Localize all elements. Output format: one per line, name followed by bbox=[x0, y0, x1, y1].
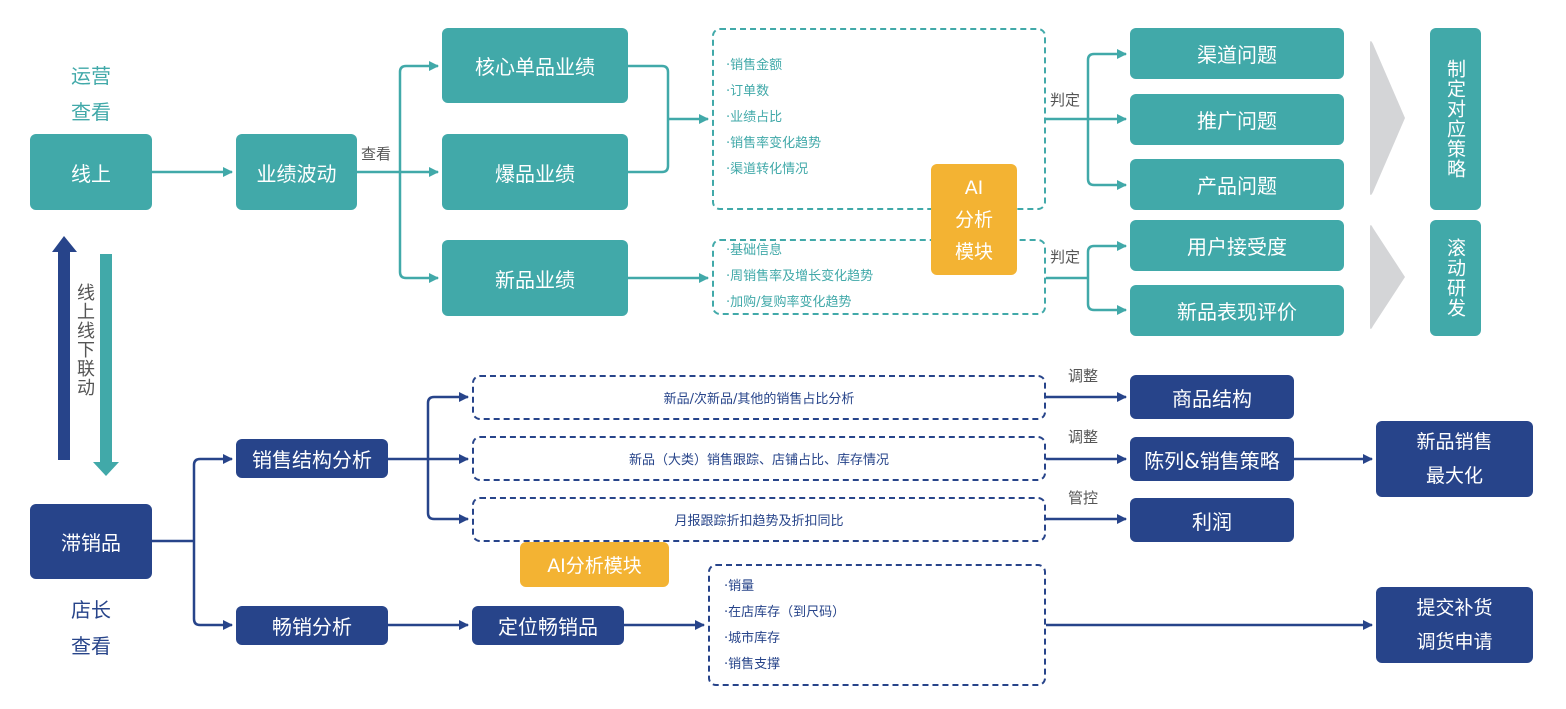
label-judge: 判定 bbox=[1050, 91, 1081, 109]
node-online[interactable]: 线上 bbox=[30, 134, 152, 210]
list-item: ·基础信息 bbox=[726, 243, 783, 258]
arrow-down-icon bbox=[93, 254, 119, 476]
linkage-label: 线上线下联动 bbox=[74, 283, 95, 397]
node-formulate-strategy[interactable]: 制定对应策略 bbox=[1430, 28, 1481, 210]
metrics-list-new: ·基础信息 ·周销售率及增长变化趋势 ·加购/复购率变化趋势 bbox=[726, 238, 873, 316]
role-label-operations: 运营 查看 bbox=[71, 64, 111, 124]
chevron-arrow-icon bbox=[1370, 41, 1405, 195]
bestseller-metrics-list: ·销量 ·在店库存（到尺码） ·城市库存 ·销售支撑 bbox=[724, 574, 845, 678]
list-item: ·销售支撑 bbox=[724, 657, 781, 672]
list-item: ·周销售率及增长变化趋势 bbox=[726, 269, 874, 284]
connector-merge-core-hot bbox=[628, 64, 670, 174]
metrics-box-new bbox=[712, 239, 1046, 315]
chevron-arrow-icon bbox=[1370, 225, 1405, 329]
connector-slow-to-structure bbox=[192, 454, 233, 541]
connector-judge-1-down bbox=[1086, 119, 1127, 190]
node-core-product-performance[interactable]: 核心单品业绩 bbox=[442, 28, 628, 103]
metrics-box-core bbox=[712, 28, 1046, 210]
connector-slow-to-bestseller bbox=[192, 541, 233, 630]
node-rolling-development[interactable]: 滚动研发 bbox=[1430, 220, 1481, 336]
node-hot-product-performance[interactable]: 爆品业绩 bbox=[442, 134, 628, 210]
node-locate-bestsellers[interactable]: 定位畅销品 bbox=[472, 606, 624, 645]
list-item: ·业绩占比 bbox=[726, 110, 783, 125]
connector-judge-2-up bbox=[1086, 241, 1127, 278]
connector-structure-up bbox=[426, 392, 469, 459]
list-item: ·销售率变化趋势 bbox=[726, 136, 822, 151]
analysis-box-sales-ratio: 新品/次新品/其他的销售占比分析 bbox=[472, 375, 1046, 420]
node-new-product-evaluation[interactable]: 新品表现评价 bbox=[1130, 285, 1344, 336]
label-judge: 判定 bbox=[1050, 248, 1081, 266]
metrics-list-core: ·销售金额 ·订单数 ·业绩占比 ·销售率变化趋势 ·渠道转化情况 bbox=[726, 53, 821, 183]
label-adjust: 调整 bbox=[1068, 367, 1099, 385]
node-channel-problem[interactable]: 渠道问题 bbox=[1130, 28, 1344, 79]
node-maximize-new-product-sales[interactable]: 新品销售 最大化 bbox=[1376, 421, 1533, 497]
list-item: ·城市库存 bbox=[724, 631, 781, 646]
label-view: 查看 bbox=[361, 145, 392, 163]
ai-analysis-module[interactable]: AI分析模块 bbox=[520, 542, 669, 587]
arrow-up-icon bbox=[52, 236, 77, 460]
node-product-problem[interactable]: 产品问题 bbox=[1130, 159, 1344, 210]
analysis-box-category-tracking: 新品（大类）销售跟踪、店铺占比、库存情况 bbox=[472, 436, 1046, 481]
node-profit[interactable]: 利润 bbox=[1130, 498, 1294, 542]
list-item: ·渠道转化情况 bbox=[726, 162, 809, 177]
role-label-store-manager: 店长 查看 bbox=[71, 598, 111, 658]
list-item: ·加购/复购率变化趋势 bbox=[726, 295, 852, 310]
node-display-sales-strategy[interactable]: 陈列&销售策略 bbox=[1130, 437, 1294, 481]
node-product-structure[interactable]: 商品结构 bbox=[1130, 375, 1294, 419]
list-item: ·销量 bbox=[724, 579, 755, 594]
node-performance-fluctuation[interactable]: 业绩波动 bbox=[236, 134, 357, 210]
list-item: ·销售金额 bbox=[726, 58, 783, 73]
node-submit-replenishment-request[interactable]: 提交补货 调货申请 bbox=[1376, 587, 1533, 663]
node-user-acceptance[interactable]: 用户接受度 bbox=[1130, 220, 1344, 271]
ai-analysis-module-vertical[interactable]: AI 分析 模块 bbox=[931, 164, 1017, 275]
analysis-box-discount-trend: 月报跟踪折扣趋势及折扣同比 bbox=[472, 497, 1046, 542]
list-item: ·在店库存（到尺码） bbox=[724, 605, 846, 620]
node-sales-structure-analysis[interactable]: 销售结构分析 bbox=[236, 439, 388, 478]
connector-structure-down bbox=[426, 459, 469, 524]
label-control: 管控 bbox=[1068, 489, 1099, 507]
list-item: ·订单数 bbox=[726, 84, 770, 99]
connector-performance-to-core bbox=[398, 61, 439, 172]
label-adjust: 调整 bbox=[1068, 428, 1099, 446]
bestseller-metrics-box bbox=[708, 564, 1046, 686]
connector-performance-to-new bbox=[398, 172, 439, 283]
connector-judge-2-down bbox=[1086, 278, 1127, 315]
node-slow-moving-products[interactable]: 滞销品 bbox=[30, 504, 152, 579]
node-new-product-performance[interactable]: 新品业绩 bbox=[442, 240, 628, 316]
node-promotion-problem[interactable]: 推广问题 bbox=[1130, 94, 1344, 145]
node-bestseller-analysis[interactable]: 畅销分析 bbox=[236, 606, 388, 645]
connector-judge-1-up bbox=[1086, 49, 1127, 119]
